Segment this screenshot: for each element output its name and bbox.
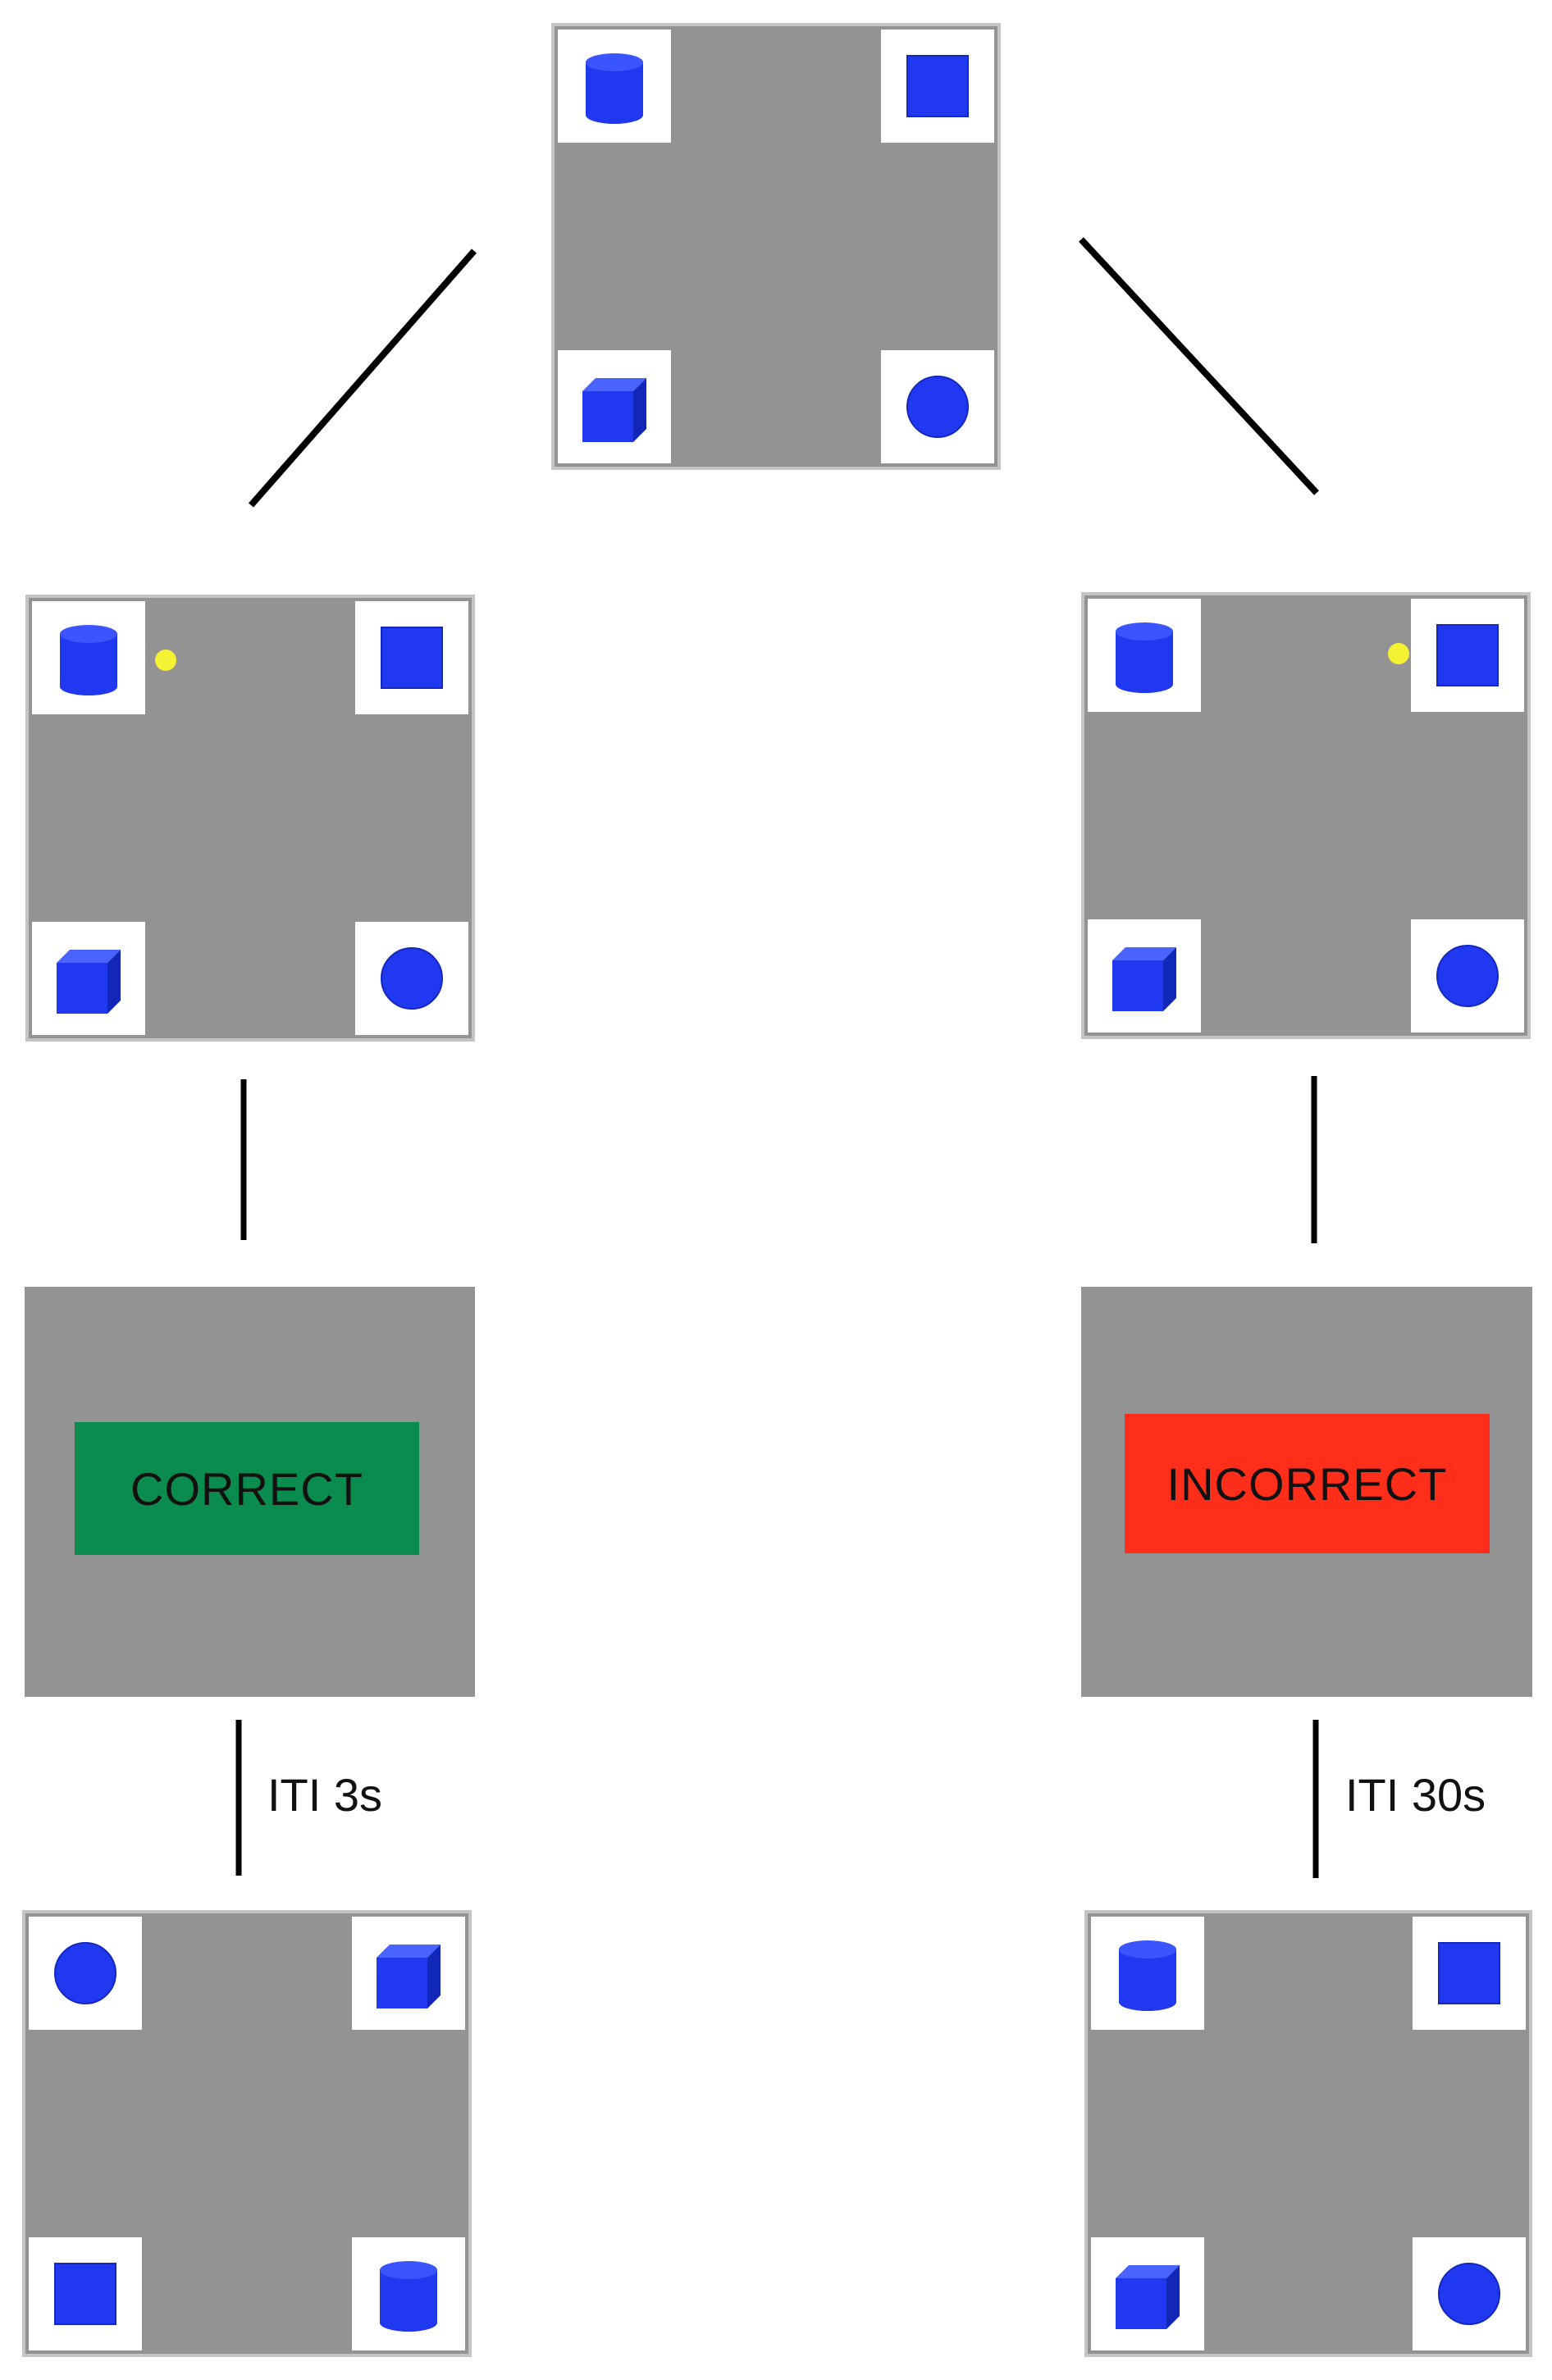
connector-start-to-right — [1079, 237, 1319, 495]
next-trial-right-panel — [1084, 1910, 1532, 2357]
correct-banner: CORRECT — [75, 1422, 419, 1555]
start-panel — [551, 23, 1001, 470]
circle-icon — [1438, 2263, 1500, 2325]
feedback-correct-panel: CORRECT — [25, 1287, 475, 1697]
tile-top-right — [1411, 599, 1524, 712]
tile-top-right — [352, 1917, 465, 2030]
cylinder-icon — [1119, 1940, 1176, 2011]
cube-icon — [1112, 947, 1176, 1011]
cube-icon — [582, 378, 646, 442]
correct-label: CORRECT — [130, 1462, 363, 1515]
cylinder-icon — [1116, 622, 1173, 693]
cylinder-icon — [586, 53, 643, 124]
cylinder-icon — [380, 2261, 437, 2332]
feedback-incorrect-panel: INCORRECT — [1081, 1287, 1532, 1697]
cylinder-icon — [60, 625, 117, 695]
cursor-dot — [155, 650, 176, 671]
circle-icon — [906, 376, 969, 438]
cursor-dot — [1388, 643, 1409, 664]
tile-bottom-right — [1411, 919, 1524, 1033]
choice-right-panel — [1081, 592, 1531, 1039]
iti-left-label: ITI 3s — [267, 1769, 383, 1821]
tile-top-right — [881, 30, 994, 143]
tile-top-left — [1088, 599, 1201, 712]
tile-bottom-left — [1088, 919, 1201, 1033]
tile-top-left — [32, 601, 145, 714]
cube-icon — [57, 950, 121, 1014]
tile-bottom-left — [558, 350, 671, 463]
tile-bottom-right — [352, 2237, 465, 2350]
tile-top-left — [29, 1917, 142, 2030]
square-icon — [1436, 624, 1499, 686]
incorrect-banner: INCORRECT — [1125, 1414, 1490, 1553]
tile-bottom-right — [1413, 2237, 1526, 2350]
cube-icon — [1116, 2265, 1180, 2329]
tile-bottom-left — [32, 922, 145, 1035]
iti-right-label: ITI 30s — [1345, 1769, 1486, 1821]
tile-bottom-right — [355, 922, 468, 1035]
tile-bottom-right — [881, 350, 994, 463]
square-icon — [1438, 1942, 1500, 2004]
tile-bottom-left — [29, 2237, 142, 2350]
circle-icon — [54, 1942, 116, 2004]
tile-top-right — [1413, 1917, 1526, 2030]
square-icon — [906, 55, 969, 117]
tile-top-left — [558, 30, 671, 143]
square-icon — [381, 627, 443, 689]
circle-icon — [381, 947, 443, 1010]
next-trial-left-panel — [22, 1910, 472, 2357]
tile-top-right — [355, 601, 468, 714]
choice-left-panel — [25, 595, 475, 1042]
connector-start-to-left — [248, 248, 477, 508]
square-icon — [54, 2263, 116, 2325]
incorrect-label: INCORRECT — [1166, 1457, 1448, 1510]
circle-icon — [1436, 945, 1499, 1007]
cube-icon — [377, 1945, 440, 2008]
tile-top-left — [1091, 1917, 1204, 2030]
tile-bottom-left — [1091, 2237, 1204, 2350]
